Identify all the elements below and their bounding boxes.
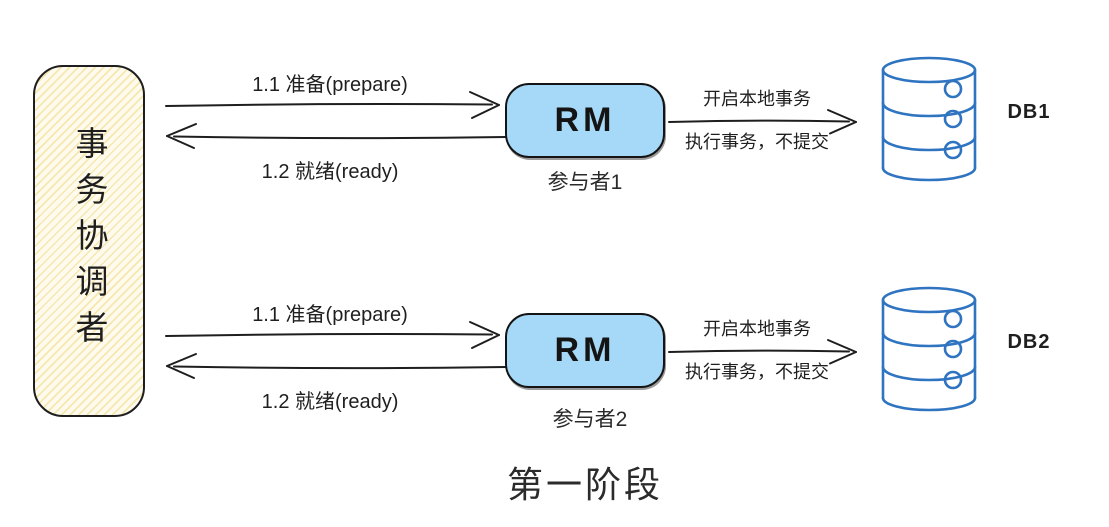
- ready-message-label-1: 1.2 就绪(ready): [261, 161, 399, 183]
- arrow-layer: [165, 91, 857, 379]
- local-tx-label-line2-2: 执行事务，不提交: [685, 362, 829, 382]
- participant-caption-2: 参与者2: [552, 408, 628, 431]
- db-label-1: DB1: [1007, 101, 1051, 123]
- rm-db-arrow-2: [668, 339, 857, 365]
- coordinator-node: 事务协调者: [33, 65, 145, 417]
- rm-label-1: RM: [554, 101, 616, 139]
- prepare-arrow-1: [165, 91, 500, 119]
- participant-caption-1: 参与者1: [547, 171, 623, 194]
- ready-arrow-1: [166, 123, 507, 149]
- phase-title: 第一阶段: [506, 464, 664, 505]
- rm-db-arrow-1: [668, 109, 857, 135]
- prepare-arrow-2: [165, 321, 500, 349]
- database-icon-1: [881, 56, 977, 182]
- coordinator-label: 事务协调者: [71, 126, 108, 356]
- local-tx-label-line2-1: 执行事务，不提交: [685, 132, 829, 152]
- prepare-message-label-2: 1.1 准备(prepare): [252, 304, 408, 326]
- local-tx-label-line1-1: 开启本地事务: [703, 89, 811, 109]
- db-label-2: DB2: [1007, 331, 1051, 353]
- rm-node-2: RM: [505, 313, 665, 388]
- rm-label-2: RM: [554, 331, 616, 369]
- ready-message-label-2: 1.2 就绪(ready): [261, 391, 399, 413]
- prepare-message-label-1: 1.1 准备(prepare): [252, 74, 408, 96]
- ready-arrow-2: [166, 353, 507, 379]
- local-tx-label-line1-2: 开启本地事务: [703, 319, 811, 339]
- rm-node-1: RM: [505, 83, 665, 158]
- database-icon-2: [881, 286, 977, 412]
